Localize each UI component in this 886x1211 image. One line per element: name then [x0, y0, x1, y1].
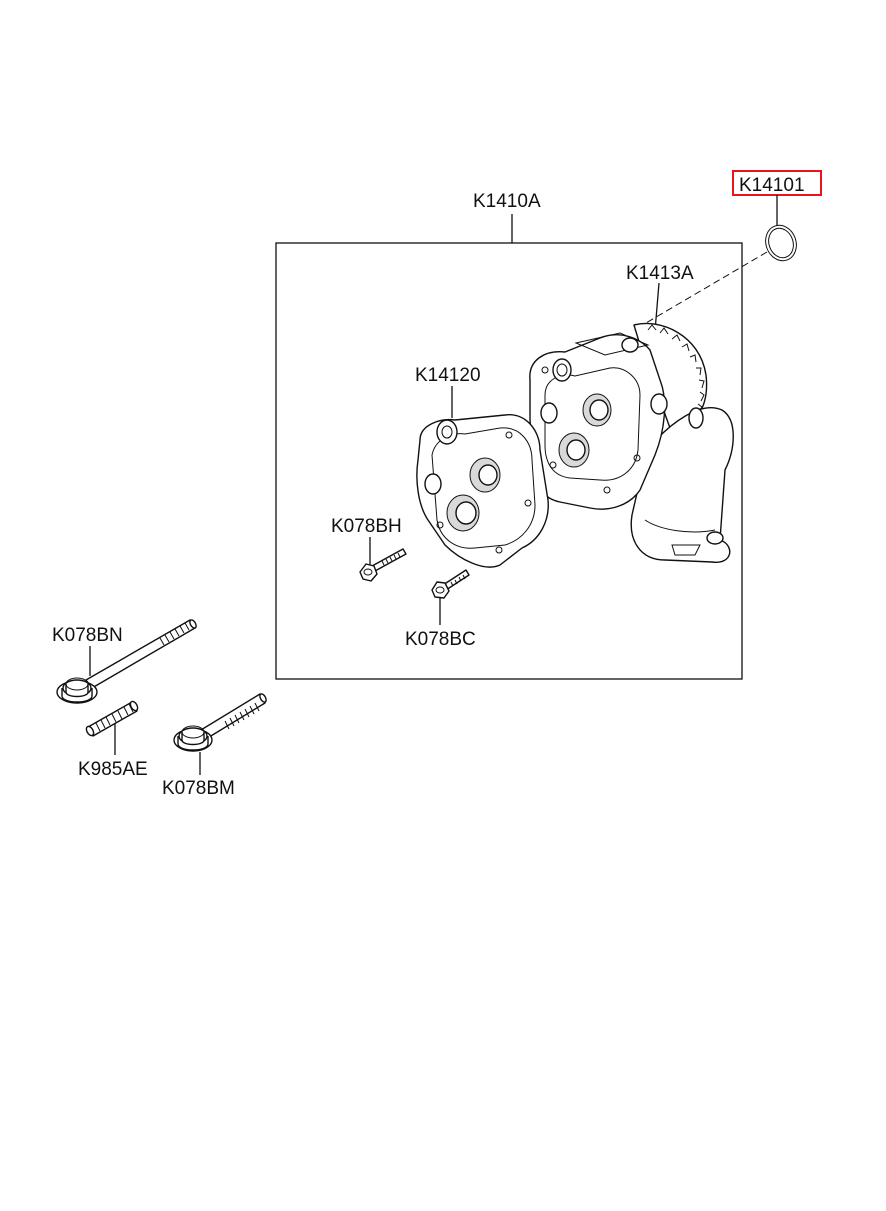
callout-pump-body[interactable]: K1413A [626, 263, 694, 284]
bolt-long-part[interactable] [56, 619, 197, 704]
callout-cover-plate[interactable]: K14120 [415, 365, 481, 386]
pump-body-part[interactable] [529, 322, 734, 563]
callout-bolt-small-2[interactable]: K078BC [405, 629, 476, 650]
oring-part[interactable] [761, 221, 802, 265]
callout-bolt-medium[interactable]: K078BM [162, 778, 235, 799]
assembly-frame [275, 242, 743, 680]
callout-bolt-small-1[interactable]: K078BH [331, 516, 402, 537]
cover-plate-part[interactable] [416, 414, 549, 568]
callout-oring[interactable]: K14101 [739, 175, 805, 196]
bolt-small-2-part[interactable] [431, 569, 470, 599]
alignment-dashed-line [633, 251, 768, 331]
stud-part[interactable] [85, 700, 139, 737]
callout-stud[interactable]: K985AE [78, 759, 148, 780]
callout-assembly[interactable]: K1410A [473, 191, 541, 212]
bolt-medium-part[interactable] [173, 693, 267, 752]
pump-body-leader [654, 282, 660, 332]
callout-bolt-long[interactable]: K078BN [52, 625, 123, 646]
bolt-small-1-part[interactable] [359, 548, 407, 582]
